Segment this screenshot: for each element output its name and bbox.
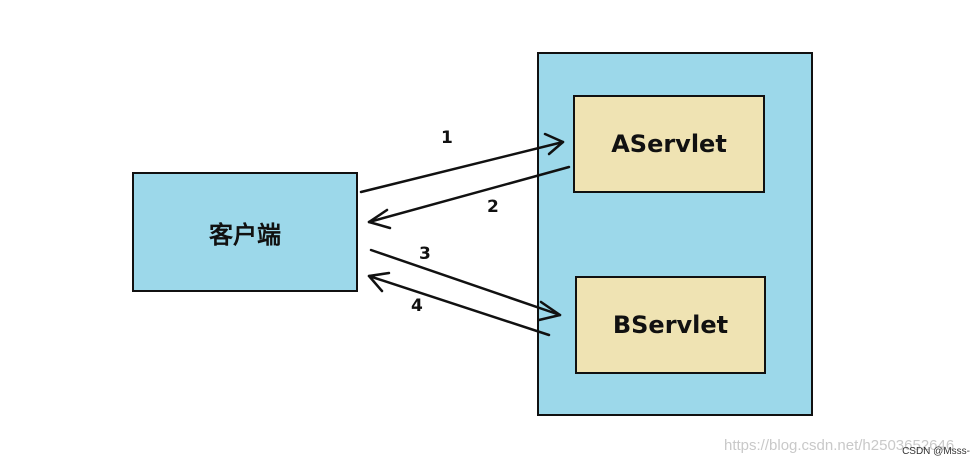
arrow-2 xyxy=(367,165,571,230)
arrow-3 xyxy=(369,248,562,322)
aservlet-label: AServlet xyxy=(611,130,727,158)
arrow-4 xyxy=(367,271,551,337)
client-node: 客户端 xyxy=(132,172,358,292)
csdn-credit: CSDN @Msss- xyxy=(902,446,970,457)
arrow-4-label: 4 xyxy=(411,296,423,316)
watermark-url: https://blog.csdn.net/h2503652646 xyxy=(724,437,955,454)
arrow-1 xyxy=(359,132,565,194)
bservlet-node: BServlet xyxy=(575,276,766,374)
client-label: 客户端 xyxy=(209,220,281,249)
bservlet-label: BServlet xyxy=(612,311,729,339)
arrow-1-label: 1 xyxy=(441,128,453,148)
arrow-3-label: 3 xyxy=(419,244,431,264)
arrow-2-label: 2 xyxy=(487,197,499,217)
aservlet-node: AServlet xyxy=(573,95,765,193)
